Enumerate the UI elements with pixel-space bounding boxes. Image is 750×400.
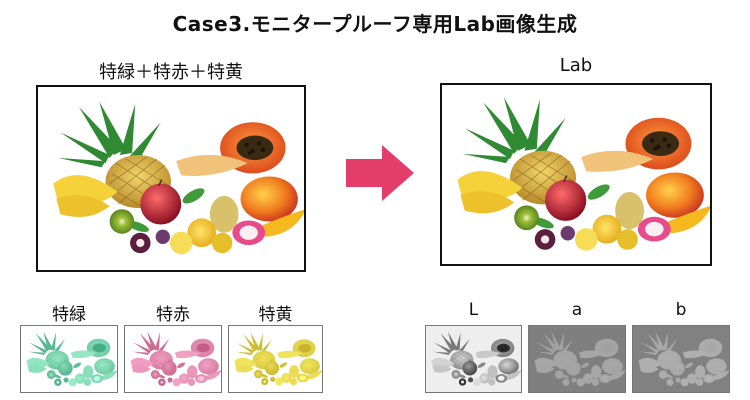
thumb-a (528, 325, 626, 393)
thumb-l (425, 325, 522, 393)
thumb-b (632, 325, 730, 393)
thumb-red (124, 325, 222, 393)
thumb-label-green: 特緑 (52, 305, 86, 325)
fruit-photo-red (125, 326, 221, 392)
right-image-frame (440, 83, 712, 266)
left-caption: 特緑＋特赤＋特黄 (99, 62, 243, 83)
thumb-label-yellow: 特黄 (258, 305, 293, 325)
fruit-photo-b (633, 326, 729, 392)
fruit-photo-left (38, 87, 304, 270)
fruit-photo-green (21, 326, 117, 392)
fruit-photo-right (442, 85, 710, 264)
fruit-photo-yellow (229, 326, 322, 392)
fruit-photo-a (529, 326, 625, 392)
left-image-frame (36, 85, 306, 272)
right-caption: Lab (559, 55, 593, 76)
thumb-label-a: a (571, 300, 583, 320)
thumb-yellow (228, 325, 323, 393)
thumb-label-red: 特赤 (156, 305, 190, 325)
thumb-green (20, 325, 118, 393)
right-arrow-icon (346, 145, 414, 201)
thumb-label-b: b (675, 300, 687, 320)
thumb-label-l: L (468, 300, 479, 320)
fruit-photo-l (426, 326, 521, 392)
page-title: Case3.モニタープルーフ専用Lab画像生成 (172, 12, 578, 36)
